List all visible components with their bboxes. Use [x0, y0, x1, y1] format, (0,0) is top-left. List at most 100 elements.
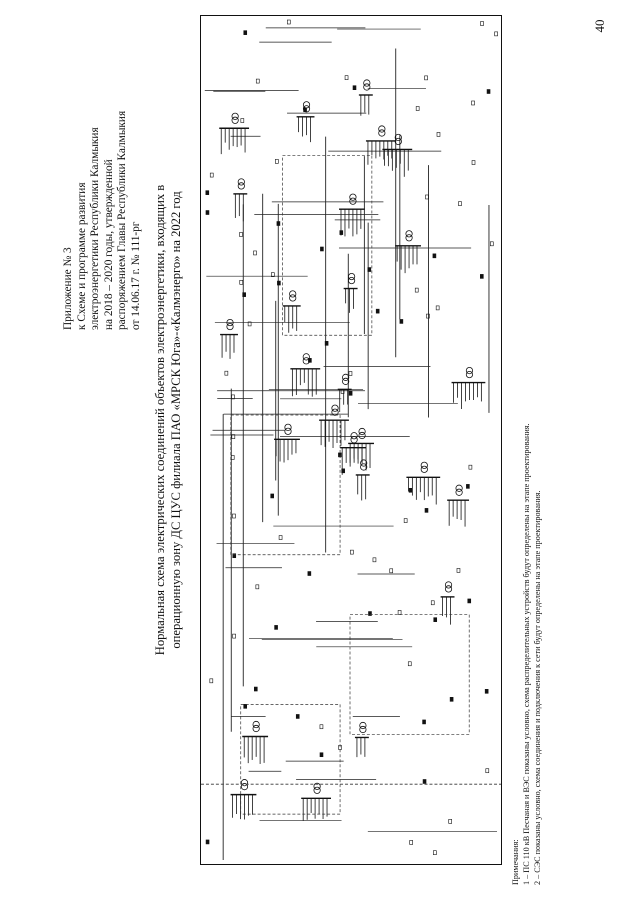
schematic-switch: [494, 31, 498, 37]
schematic-switch: [426, 313, 430, 319]
schematic-switch: [232, 513, 236, 519]
appendix-line: распоряжением Главы Республики Калмыкия: [116, 110, 129, 330]
schematic-switch: [319, 752, 324, 758]
schematic-switch: [324, 341, 329, 346]
appendix-header: Приложение № 3 к Схеме и программе разви…: [62, 111, 144, 330]
schematic-switch: [407, 661, 412, 667]
schematic-switch: [255, 584, 260, 590]
title-line: Нормальная схема электрических соединени…: [153, 184, 167, 656]
schematic-transformer: [359, 725, 367, 734]
schematic-switch: [368, 611, 372, 616]
schematic-switch: [399, 319, 404, 324]
notes-block: Примечания: 1 – ПС 110 кВ Песчаная и ВЭС…: [510, 423, 543, 885]
schematic-switch: [375, 308, 380, 314]
schematic-switch: [449, 697, 454, 702]
schematic-switch: [350, 549, 354, 555]
schematic-transformer: [359, 721, 367, 730]
schematic-switch: [471, 160, 476, 165]
schematic-transformer: [302, 353, 310, 361]
schematic-transformer: [313, 786, 321, 794]
schematic-switch: [232, 553, 237, 559]
schematic-switch: [243, 30, 248, 35]
schematic-transformer: [358, 427, 366, 436]
schematic-switch: [274, 625, 278, 630]
schematic-switch: [408, 487, 413, 493]
schematic-switch: [403, 518, 408, 523]
schematic-switch: [432, 253, 437, 259]
schematic-transformer: [420, 465, 428, 473]
schematic-switch: [409, 840, 413, 845]
schematic-switch: [232, 633, 236, 639]
schematic-switch: [490, 241, 494, 247]
appendix-line: электроэнергетики Республики Калмыкия: [89, 127, 102, 330]
schematic-transformer: [349, 193, 357, 201]
schematic-transformer: [252, 720, 260, 729]
schematic-switch: [205, 190, 210, 195]
schematic-switch: [480, 21, 484, 26]
schematic-transformer: [444, 585, 453, 593]
schematic-switch: [275, 159, 279, 164]
schematic-switch: [468, 464, 473, 470]
schematic-transformer: [360, 459, 368, 467]
schematic-switch: [319, 724, 324, 730]
schematic-switch: [422, 719, 426, 725]
schematic-switch: [224, 370, 229, 376]
schematic-switch: [295, 714, 300, 719]
schematic-switch: [240, 118, 245, 123]
schematic-switch: [414, 287, 419, 293]
schematic-switch: [484, 689, 489, 694]
schematic-switch: [389, 568, 394, 574]
schematic-transformer: [363, 83, 371, 91]
document-title: Нормальная схема электрических соединени…: [152, 160, 184, 680]
schematic-transformer: [231, 112, 239, 120]
schematic-switch: [308, 358, 312, 363]
appendix-line: от 14.06.17 г. № 111-рг: [129, 221, 142, 330]
schematic-transformer: [313, 782, 321, 790]
schematic-switch: [480, 274, 484, 279]
schematic-transformer: [405, 230, 413, 238]
schematic-switch: [422, 779, 427, 784]
schematic-transformer: [331, 408, 339, 416]
schematic-switch: [430, 600, 435, 606]
schematic-transformer: [252, 724, 260, 733]
schematic-transformer: [331, 404, 339, 412]
schematic-switch: [242, 292, 246, 297]
schematic-switch: [448, 819, 452, 824]
schematic-switch: [433, 850, 437, 855]
schematic-transformer: [405, 234, 413, 242]
schematic-switch: [466, 484, 470, 489]
schematic-transformer: [465, 370, 474, 379]
schematic-switch: [424, 508, 429, 513]
schematic-transformer: [284, 423, 292, 431]
schematic-transformer: [289, 290, 297, 298]
schematic-switch: [303, 107, 307, 113]
schematic-switch: [255, 78, 260, 84]
schematic-transformer: [240, 779, 249, 787]
schematic-switch: [415, 106, 420, 111]
schematic-switch: [243, 704, 248, 709]
schematic-area-boundary: [282, 155, 373, 336]
schematic-switch: [231, 434, 236, 439]
schematic-switch: [348, 371, 353, 376]
schematic-switch: [485, 768, 490, 774]
schematic-switch: [239, 232, 243, 237]
schematic-transformer: [444, 581, 453, 589]
schematic-transformer: [378, 125, 386, 133]
appendix-line: к Схеме и программе развития: [75, 182, 88, 330]
schematic-switch: [436, 132, 441, 137]
schematic-transformer: [226, 322, 234, 331]
schematic-transformer: [240, 783, 249, 791]
electrical-schematic-diagram: [200, 15, 502, 865]
schematic-switch: [339, 230, 344, 235]
schematic-switch: [340, 389, 345, 394]
schematic-switch: [253, 686, 258, 692]
schematic-switch: [467, 598, 472, 604]
schematic-switch: [397, 610, 402, 615]
schematic-switch: [341, 468, 345, 474]
schematic-switch: [278, 535, 283, 540]
schematic-switch: [231, 394, 235, 400]
schematic-drawing: [201, 19, 501, 861]
schematic-switch: [367, 267, 372, 272]
note-item: 1 – ПС 110 кВ Песчаная и ВЭС показаны ус…: [522, 423, 531, 885]
schematic-transformer: [358, 431, 366, 440]
